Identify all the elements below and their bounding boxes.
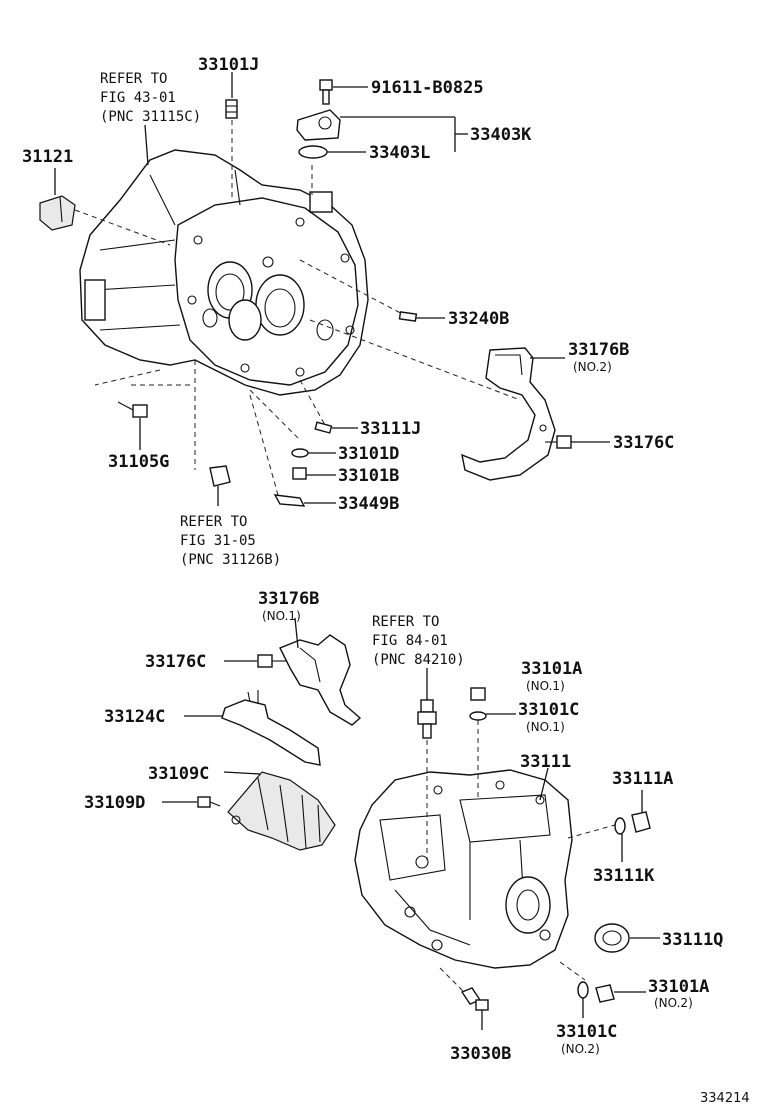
part-91611-B0825-illustration [319,79,333,105]
label-33176B-no1-note: (NO.1) [262,609,301,623]
part-33124C-illustration [221,690,321,766]
part-33109D-illustration [197,796,221,808]
part-33111K-illustration [614,817,626,835]
part-33101A-no2-illustration [595,984,615,1003]
part-33101J-illustration [225,99,238,119]
label-33403L: 33403L [369,143,430,163]
label-33176C-top: 33176C [613,433,674,453]
part-33403L-illustration [298,145,328,159]
label-33111A: 33111A [612,769,673,789]
part-33403K-illustration [296,109,341,141]
ref-fig43-line1: REFER TO [100,71,167,87]
lower-assembly-dashed-lines [426,720,616,999]
part-33101B-illustration [292,467,307,480]
part-33101C-no1-illustration [469,711,487,721]
label-33176C-bottom: 33176C [145,652,206,672]
label-33111K: 33111K [593,866,655,886]
part-33101A-no1-illustration [470,687,486,701]
label-33111: 33111 [520,752,571,772]
part-33111Q-illustration [594,923,630,953]
ref-fig31-line2: FIG 31-05 [180,533,256,549]
ref-fig31-line3: (PNC 31126B) [180,552,281,568]
ref-fig43-line2: FIG 43-01 [100,90,176,106]
label-33176B-no2-note: (NO.2) [573,360,612,374]
label-33176B-no1: 33176B [258,589,319,609]
upper-assembly-dashed-lines [74,120,521,496]
label-33109D: 33109D [84,793,145,813]
part-33176C-bottom-illustration [257,654,286,668]
label-31105G: 31105G [108,452,169,472]
label-33403K: 33403K [470,125,532,145]
label-33101C-no1: 33101C [518,700,579,720]
label-31121: 31121 [22,147,73,167]
part-31126B-ref-illustration [209,465,231,487]
transaxle-case-illustration [354,769,573,969]
label-33030B: 33030B [450,1044,511,1064]
reference-fig-84-01: REFER TO FIG 84-01 (PNC 84210) [372,614,465,668]
ref-fig84-line2: FIG 84-01 [372,633,448,649]
reference-fig-31-05: REFER TO FIG 31-05 (PNC 31126B) [180,514,281,568]
part-33449B-illustration [273,494,306,507]
part-33101D-illustration [291,448,309,458]
part-33176B-no2-illustration [461,347,556,481]
label-33101A-no2: 33101A [648,977,709,997]
label-33101C-no1-note: (NO.1) [526,720,565,734]
label-33176B-no2: 33176B [568,340,629,360]
label-33449B: 33449B [338,494,399,514]
part-33240B-illustration [398,311,418,322]
part-33176B-no1-illustration [279,634,362,726]
part-31105G-illustration [117,401,148,418]
part-31121-illustration [39,195,76,231]
ref-fig43-line3: (PNC 31115C) [100,109,201,125]
clutch-housing-illustration [79,149,369,396]
label-33101C-no2-note: (NO.2) [561,1042,600,1056]
catalog-number: 334214 [700,1091,750,1106]
label-33111J: 33111J [360,419,421,439]
part-33101C-no2-illustration [577,981,589,999]
label-33101C-no2: 33101C [556,1022,617,1042]
label-33101A-no2-note: (NO.2) [654,996,693,1010]
label-91611-B0825: 91611-B0825 [371,78,484,98]
label-33111Q: 33111Q [662,930,723,950]
part-84210-switch-illustration [417,699,437,739]
part-33030B-illustration [460,987,489,1011]
label-33101J: 33101J [198,55,259,75]
label-33124C: 33124C [104,707,165,727]
label-33101A-no1-note: (NO.1) [526,679,565,693]
part-33111J-illustration [314,421,333,434]
ref-fig84-line1: REFER TO [372,614,439,630]
ref-fig31-line1: REFER TO [180,514,247,530]
reference-fig-43-01: REFER TO FIG 43-01 (PNC 31115C) [100,71,201,125]
label-33101A-no1: 33101A [521,659,582,679]
label-33240B: 33240B [448,309,509,329]
part-33109C-illustration [227,771,336,851]
label-33109C: 33109C [148,764,209,784]
ref-fig84-line3: (PNC 84210) [372,652,465,668]
part-33111A-illustration [631,811,651,833]
label-33101D: 33101D [338,444,399,464]
label-33101B: 33101B [338,466,399,486]
